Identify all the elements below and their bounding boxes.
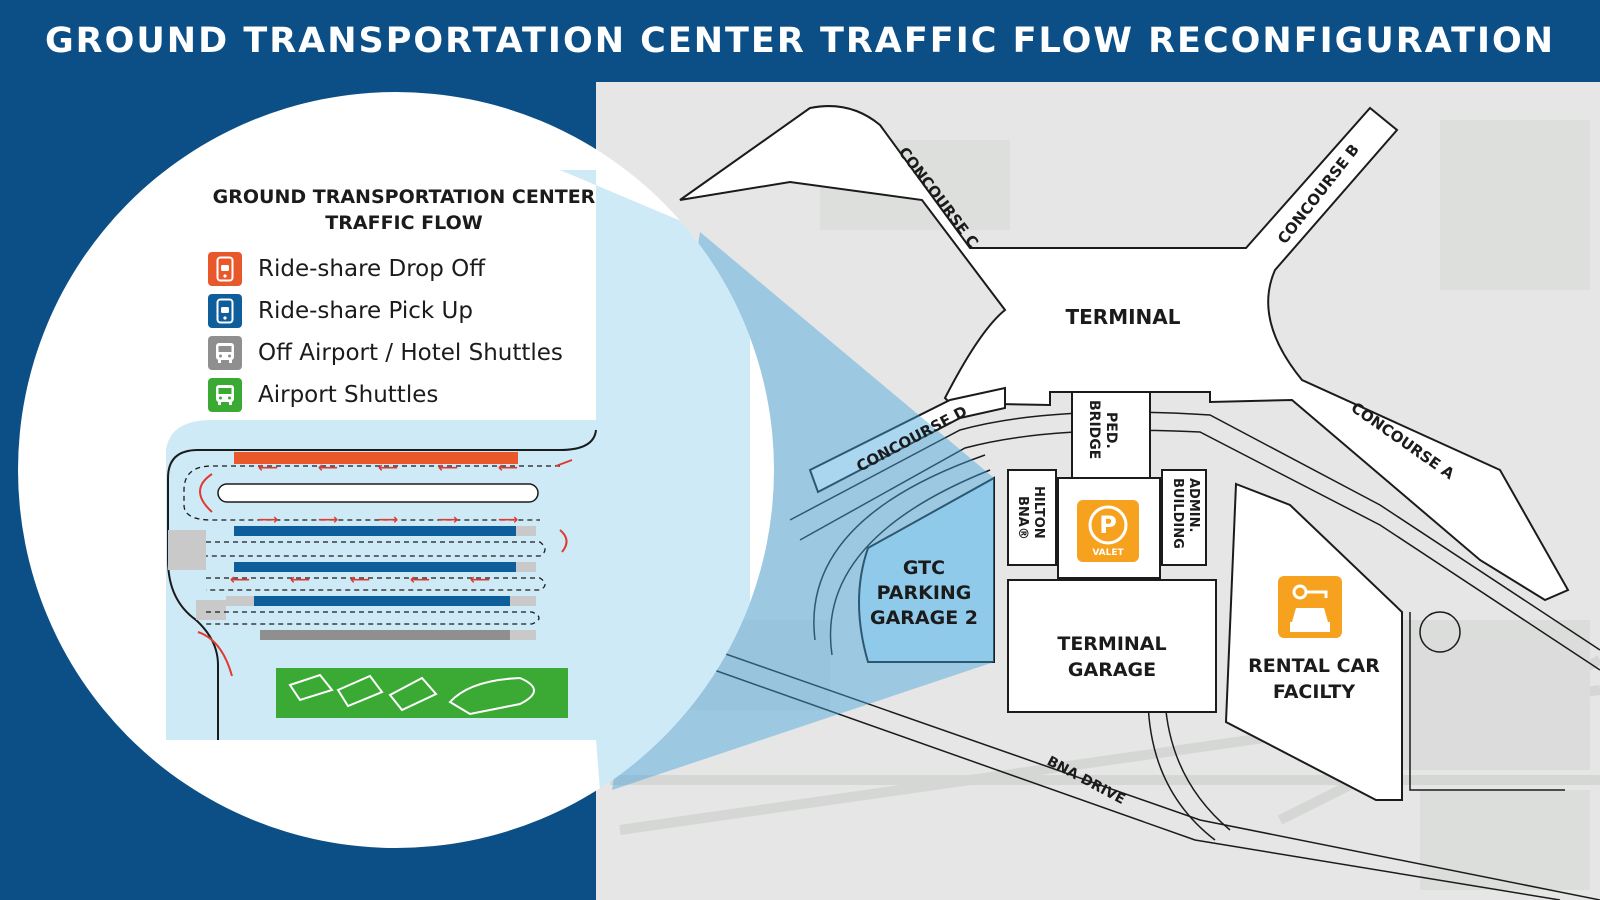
gtc-parking-garage-2 — [858, 476, 995, 663]
svg-text:⟵: ⟵ — [230, 572, 250, 588]
terminal-building — [679, 105, 1570, 602]
rideshare-phone-icon — [208, 294, 242, 328]
svg-text:⟶: ⟶ — [498, 512, 518, 528]
hilton-label-1: HILTON — [1031, 486, 1046, 539]
admin-building — [1161, 469, 1207, 566]
terminal-garage — [1007, 579, 1217, 713]
rental-label-1: RENTAL CAR — [1248, 655, 1380, 677]
admin-label-1: ADMIN. — [1186, 478, 1201, 532]
svg-text:⟵: ⟵ — [350, 572, 370, 588]
svg-text:⟵: ⟵ — [378, 460, 398, 476]
rideshare-pickup-lane-1 — [234, 526, 516, 536]
legend-item-rideshare-dropoff: Ride-share Drop Off — [208, 248, 600, 290]
legend-label: Ride-share Drop Off — [258, 256, 486, 282]
bus-icon — [208, 336, 242, 370]
legend-item-rideshare-pickup: Ride-share Pick Up — [208, 290, 600, 332]
page-title: GROUND TRANSPORTATION CENTER TRAFFIC FLO… — [44, 21, 1556, 61]
hilton-bna — [1007, 469, 1057, 566]
svg-text:⟵: ⟵ — [290, 572, 310, 588]
gtc-label-3: GARAGE 2 — [870, 607, 978, 629]
rideshare-dropoff-lane — [234, 452, 518, 464]
svg-text:⟵: ⟵ — [318, 460, 338, 476]
rental-label-2: FACILTY — [1273, 681, 1355, 703]
rental-car-facility — [1224, 482, 1403, 801]
svg-text:⟶: ⟶ — [438, 512, 458, 528]
terminal-label: TERMINAL — [1065, 305, 1180, 329]
gtc-label-2: PARKING — [877, 582, 972, 604]
header-bar: GROUND TRANSPORTATION CENTER TRAFFIC FLO… — [0, 0, 1600, 82]
legend: GROUND TRANSPORTATION CENTER TRAFFIC FLO… — [208, 184, 600, 416]
svg-text:⟵: ⟵ — [410, 572, 430, 588]
rideshare-phone-icon — [208, 252, 242, 286]
legend-label: Ride-share Pick Up — [258, 298, 473, 324]
legend-title: GROUND TRANSPORTATION CENTER TRAFFIC FLO… — [208, 184, 600, 236]
gtc-label-1: GTC — [903, 557, 945, 579]
valet-p-glyph: P — [1099, 511, 1117, 539]
legend-label: Airport Shuttles — [258, 382, 439, 408]
concourse-d-finger — [808, 386, 1006, 494]
svg-text:⟵: ⟵ — [258, 460, 278, 476]
svg-text:⟶: ⟶ — [318, 512, 338, 528]
zoomed-diagram: ⟵ ⟵ ⟵ ⟵ ⟵ ⟶ ⟶ ⟶ ⟶ ⟶ ⟵ ⟵ ⟵ ⟵ ⟵ — [166, 170, 750, 790]
rideshare-pickup-lane-2 — [234, 562, 516, 572]
admin-label-2: BUILDING — [1170, 478, 1185, 549]
hilton-label-2: BNA® — [1015, 496, 1030, 540]
valet-label: VALET — [1092, 548, 1124, 558]
legend-label: Off Airport / Hotel Shuttles — [258, 340, 563, 366]
legend-title-line-1: GROUND TRANSPORTATION CENTER — [212, 186, 596, 208]
ped-bridge — [1071, 391, 1151, 483]
legend-title-line-2: TRAFFIC FLOW — [325, 212, 483, 234]
svg-text:⟵: ⟵ — [470, 572, 490, 588]
flow-arrows: ⟵ ⟵ ⟵ ⟵ ⟵ ⟶ ⟶ ⟶ ⟶ ⟶ ⟵ ⟵ ⟵ ⟵ ⟵ — [230, 460, 518, 588]
svg-text:⟶: ⟶ — [378, 512, 398, 528]
legend-item-airport-shuttles: Airport Shuttles — [208, 374, 600, 416]
svg-text:⟵: ⟵ — [438, 460, 458, 476]
ped-bridge-label-2: BRIDGE — [1086, 400, 1102, 459]
bus-icon — [208, 378, 242, 412]
svg-text:⟵: ⟵ — [498, 460, 518, 476]
ped-bridge-label-1: PED. — [1103, 412, 1119, 449]
svg-text:⟶: ⟶ — [258, 512, 278, 528]
hotel-shuttle-lane — [260, 630, 510, 640]
terminal-garage-label-2: GARAGE — [1068, 659, 1156, 681]
terminal-garage-label-1: TERMINAL — [1057, 633, 1166, 655]
rideshare-pickup-lane-3 — [254, 596, 510, 606]
legend-item-hotel-shuttles: Off Airport / Hotel Shuttles — [208, 332, 600, 374]
